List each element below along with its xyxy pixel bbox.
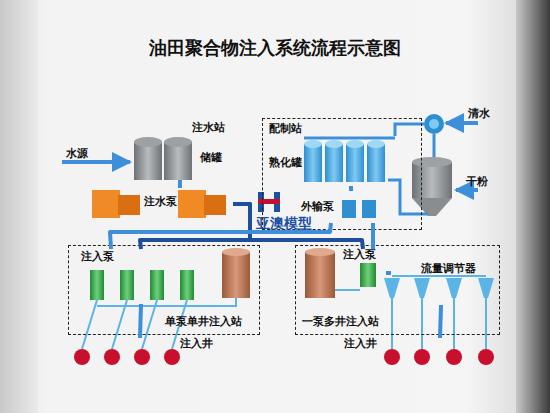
node-label: 注入井	[344, 338, 377, 350]
node-label: 注入泵	[81, 251, 114, 263]
pipe-connector	[440, 305, 441, 338]
node-label: 熟化罐	[269, 157, 302, 169]
transfer-pump: 外输泵	[301, 191, 381, 223]
station-box: 单泵单井注入站 注入泵	[68, 245, 260, 335]
node-label: 配制站	[269, 123, 302, 135]
water-pump: 注水泵	[88, 188, 233, 220]
pipe-connector	[233, 204, 363, 249]
diagram-title: 油田聚合物注入系统流程示意图	[0, 36, 550, 60]
injection-pump: 注入泵	[79, 249, 204, 304]
node-label: 注入泵	[343, 249, 376, 261]
inlet-label: 清水	[468, 108, 490, 120]
pipe-connector	[178, 180, 182, 188]
pipe-connector	[349, 186, 353, 191]
node-label: 流量调节器	[421, 263, 476, 275]
injection-well: 注入井	[340, 338, 495, 366]
pipe-connector	[386, 271, 391, 275]
node-label: 注入井	[180, 338, 213, 350]
station-box: 一泵多井注入站 注入泵流量调节器	[295, 245, 500, 335]
inlet-label: 干粉	[466, 176, 488, 188]
storage-tank: 注水站储罐	[130, 122, 230, 180]
injection-well: 注入井	[68, 338, 218, 366]
injection-pump: 注入泵	[341, 249, 386, 304]
flow-regulator: 流量调节器	[391, 263, 499, 305]
node-label: 外输泵	[301, 201, 334, 213]
watermark: 亚澳模型	[256, 216, 312, 231]
station-box: 配制站熟化罐外输泵	[262, 118, 422, 230]
inlet-label: 水源	[66, 148, 88, 160]
node-label: 一泵多井注入站	[302, 316, 379, 328]
node-label: 注水站	[192, 122, 225, 134]
pipe-connector	[140, 204, 250, 249]
maturation-tank: 熟化罐	[269, 139, 389, 186]
pipe-connector	[371, 223, 375, 249]
pipe-connector	[140, 304, 141, 338]
node-label: 储罐	[200, 152, 222, 164]
node-label: 单泵单井注入站	[165, 316, 242, 328]
node-label: 注水泵	[144, 196, 177, 208]
